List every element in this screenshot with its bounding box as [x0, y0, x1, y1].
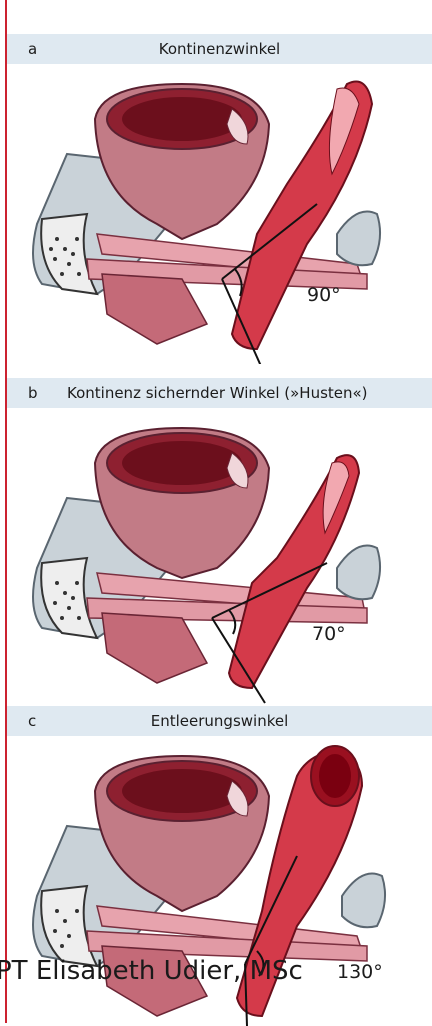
soft-tissue — [337, 212, 380, 266]
panel-b: b Kontinenz sichernder Winkel (»Husten«) — [7, 378, 432, 678]
panel-a-caption: Kontinenzwinkel — [7, 40, 432, 58]
panel-a: a Kontinenzwinkel — [7, 34, 432, 364]
panel-b-letter: b — [28, 384, 38, 402]
panel-b-illustration — [7, 408, 432, 708]
soft-tissue — [337, 546, 380, 600]
soft-tissue — [342, 874, 385, 928]
panel-a-header: a Kontinenzwinkel — [7, 34, 432, 64]
author-watermark: PT Elisabeth Udier, MSc — [0, 956, 303, 986]
panel-c-angle: 130° — [337, 961, 383, 983]
panel-c-caption: Entleerungswinkel — [7, 712, 432, 730]
panel-b-angle: 70° — [312, 623, 346, 645]
panel-c-header: c Entleerungswinkel — [7, 706, 432, 736]
panel-a-illustration — [7, 64, 432, 364]
panel-a-angle: 90° — [307, 284, 341, 306]
panel-b-header: b Kontinenz sichernder Winkel (»Husten«) — [7, 378, 432, 408]
panel-b-caption: Kontinenz sichernder Winkel (»Husten«) — [67, 384, 427, 402]
